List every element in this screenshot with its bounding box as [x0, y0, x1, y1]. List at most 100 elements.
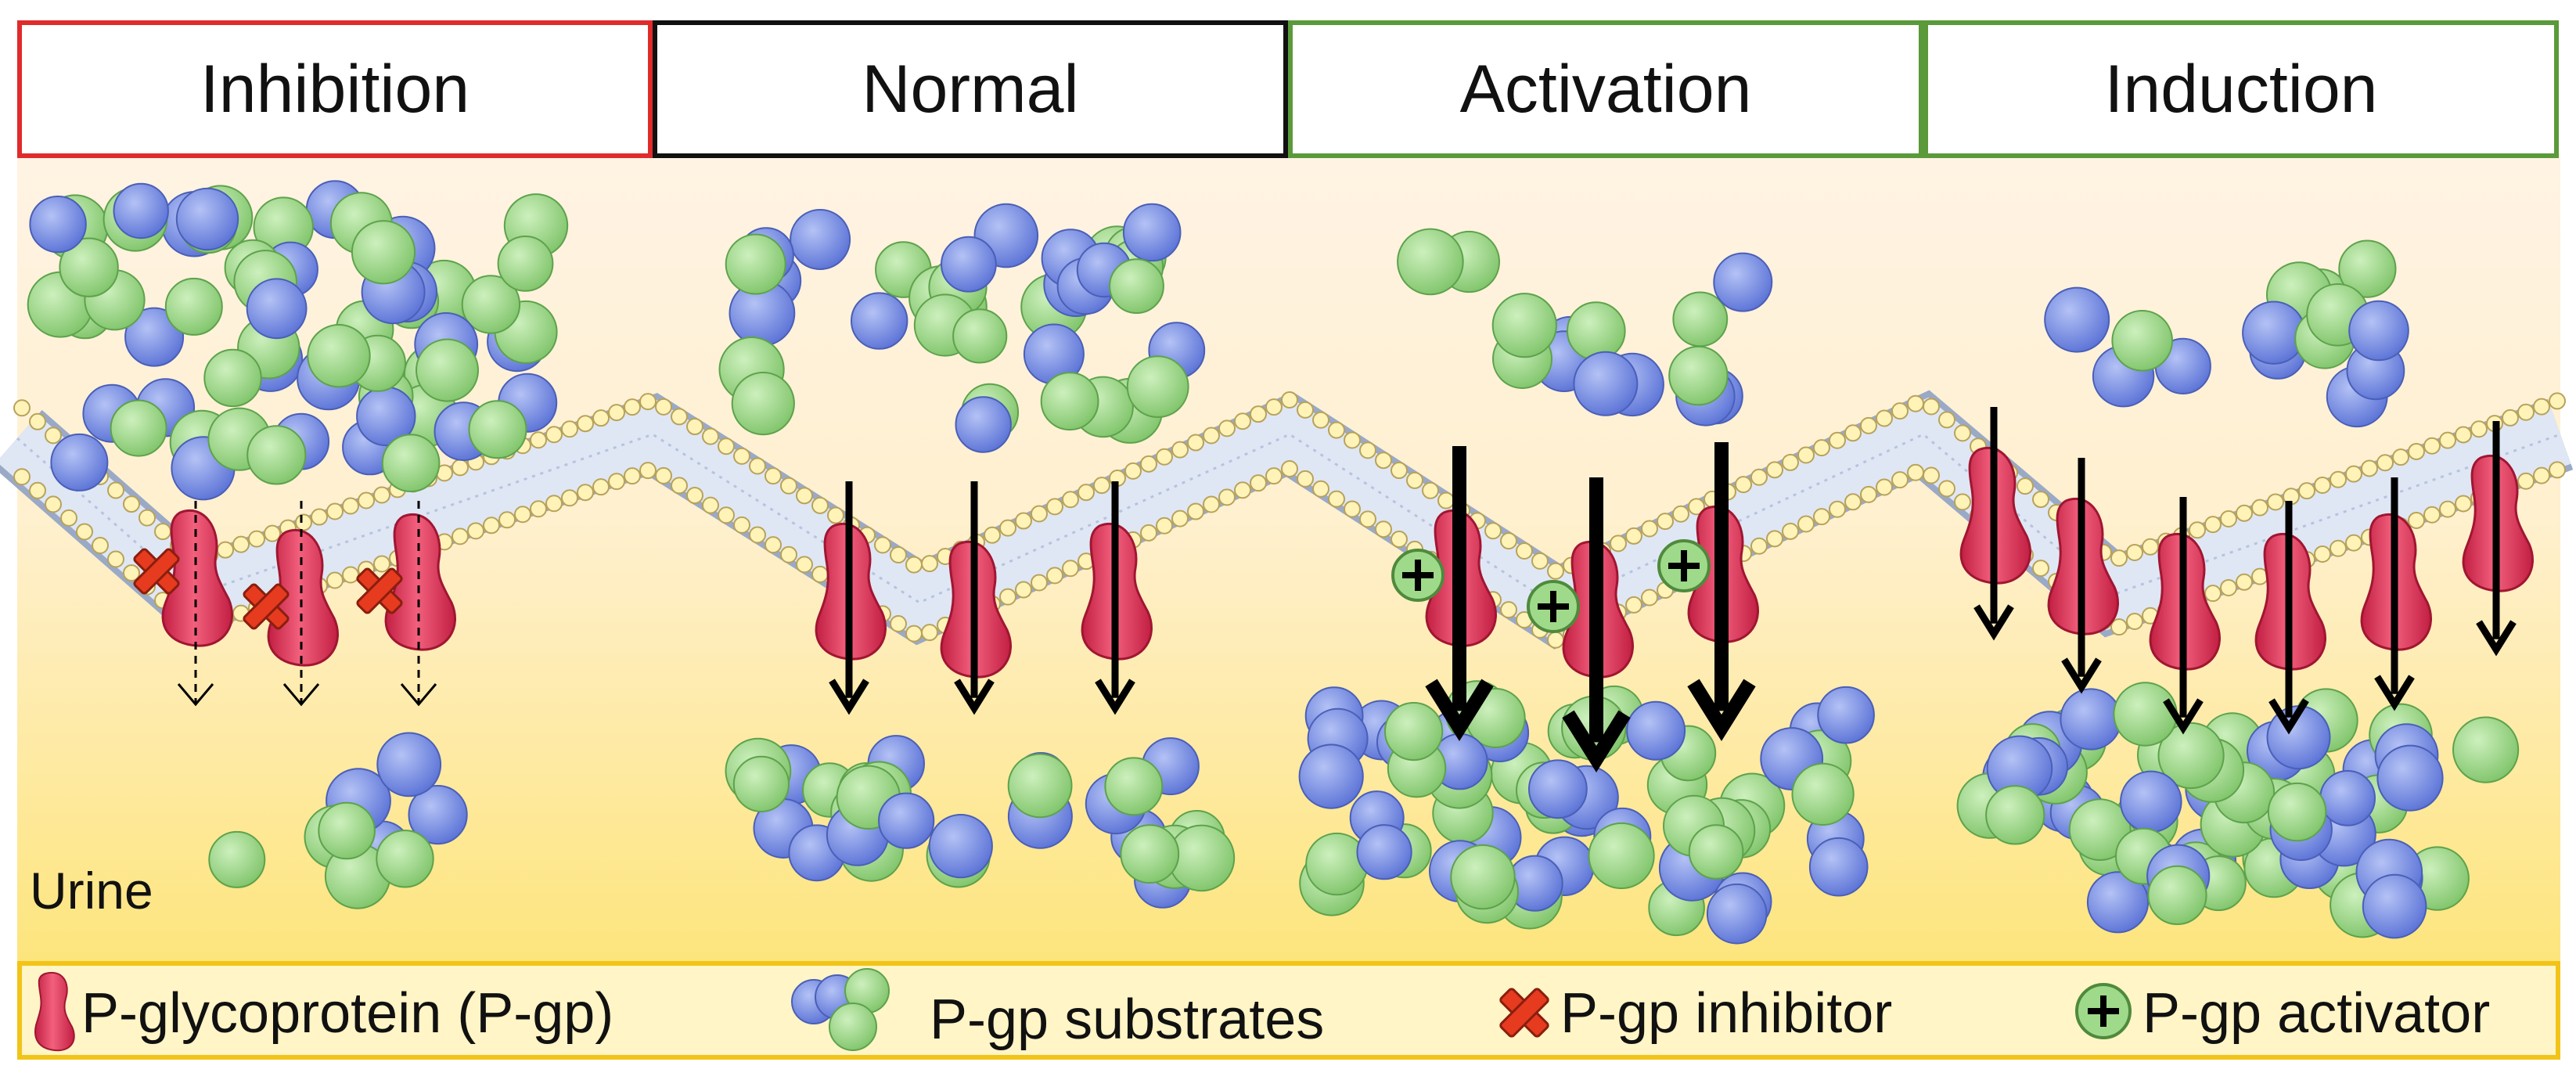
substrate-molecule	[2044, 286, 2110, 353]
legend: P-glycoprotein (P-gp) P-gp substrates P-…	[17, 961, 2560, 1060]
substrate-molecule	[2362, 873, 2427, 939]
substrate-molecule	[416, 338, 479, 402]
substrate-molecule	[1672, 291, 1729, 347]
transport-arrow	[2061, 458, 2102, 694]
substrate-molecule	[1985, 785, 2045, 845]
substrate-molecule	[376, 830, 434, 888]
panel-header-normal: Normal	[653, 20, 1288, 158]
substrate-molecule	[2319, 770, 2376, 826]
transport-arrow	[2476, 421, 2517, 657]
substrate-molecule	[351, 220, 416, 285]
transport-arrow	[2268, 501, 2309, 735]
substrate-molecule	[1040, 372, 1099, 431]
substrate-molecule	[113, 182, 169, 239]
substrate-molecule	[124, 307, 185, 367]
substrate-molecule	[2267, 782, 2327, 842]
substrate-molecule	[408, 785, 468, 845]
substrate-molecule	[2113, 682, 2178, 747]
substrate-cluster-normal-bottom	[725, 735, 1236, 909]
substrate-molecule	[1626, 700, 1686, 761]
substrate-molecule	[1120, 824, 1180, 884]
substrate-molecule	[1528, 759, 1588, 819]
substrate-cluster-activation-bottom	[1298, 680, 1875, 945]
substrate-molecule	[2376, 744, 2444, 812]
substrates-icon	[791, 968, 890, 1051]
inhibitor-icon	[243, 583, 290, 630]
substrate-molecule	[2120, 770, 2182, 833]
transport-arrow	[829, 481, 869, 715]
transport-arrow	[2163, 497, 2204, 735]
substrate-molecule	[307, 324, 371, 388]
substrate-molecule	[1688, 824, 1744, 880]
substrate-molecule	[2147, 865, 2207, 926]
substrate-molecule	[1808, 837, 1869, 897]
cell-membrane	[0, 390, 2574, 650]
substrate-cluster-normal-top	[718, 203, 1206, 453]
legend-activator-label: P-gp activator	[2142, 982, 2491, 1045]
substrate-molecule	[941, 236, 997, 293]
substrate-molecule	[1706, 883, 1768, 945]
urine-label: Urine	[30, 862, 153, 920]
transport-arrow-enhanced	[1425, 446, 1494, 741]
substrate-molecule	[461, 275, 521, 334]
substrate-molecule	[1397, 228, 1464, 296]
transport-arrow	[954, 481, 995, 715]
substrate-molecule	[208, 830, 266, 888]
transport-arrow	[1095, 481, 1135, 715]
substrate-molecule	[732, 755, 790, 813]
substrate-molecule	[725, 233, 786, 295]
pgp-pump	[384, 513, 456, 651]
substrate-molecule	[1126, 355, 1189, 419]
substrate-molecule	[175, 187, 239, 251]
transport-arrow	[1973, 407, 2014, 641]
substrate-molecule	[50, 433, 109, 491]
transport-arrow-blocked	[282, 501, 320, 707]
transport-arrow-enhanced	[1562, 477, 1631, 772]
panel-header-activation: Activation	[1288, 20, 1923, 158]
substrate-molecule	[1384, 702, 1444, 761]
substrate-molecule	[164, 277, 223, 336]
substrate-molecule	[1104, 757, 1164, 816]
panel-header-induction: Induction	[1923, 20, 2559, 158]
substrate-molecule	[2157, 722, 2225, 790]
substrate-molecule	[203, 348, 262, 408]
activator-icon	[1527, 580, 1580, 633]
substrate-cluster-induction-top	[2044, 239, 2409, 428]
transport-arrow-blocked	[400, 501, 437, 707]
pgp-icon	[34, 971, 75, 1052]
substrate-molecule	[928, 814, 993, 879]
substrate-molecule	[468, 400, 527, 459]
substrate-molecule	[1573, 351, 1639, 416]
substrate-molecule	[1109, 258, 1164, 315]
substrate-molecule	[2060, 688, 2122, 751]
substrate-molecule	[1567, 301, 1626, 361]
substrate-molecule	[1791, 762, 1855, 826]
substrate-molecule	[497, 236, 554, 292]
transport-arrow-enhanced	[1687, 442, 1756, 741]
substrate-molecule	[790, 209, 851, 270]
substrate-molecule	[376, 732, 442, 797]
substrate-molecule	[318, 801, 376, 860]
substrate-molecule	[381, 434, 441, 493]
substrate-molecule	[1668, 345, 1729, 406]
substrate-molecule	[1450, 844, 1516, 910]
substrate-molecule	[110, 399, 167, 457]
legend-substrates-label: P-gp substrates	[930, 988, 1325, 1051]
substrate-cluster-activation-top	[1397, 228, 1773, 427]
transport-arrow	[2374, 477, 2415, 711]
substrate-molecule	[1356, 824, 1412, 880]
substrate-molecule	[1298, 743, 1364, 809]
substrate-molecule	[2086, 871, 2150, 934]
pgp-pump	[267, 529, 339, 667]
substrate-molecule	[2111, 310, 2173, 372]
inhibitor-icon	[133, 548, 180, 595]
inhibitor-icon	[356, 567, 403, 614]
substrate-cluster-inhibition-top	[27, 180, 569, 501]
substrate-molecule	[1713, 252, 1773, 312]
substrate-molecule	[878, 792, 935, 849]
substrate-molecule	[851, 292, 908, 350]
legend-inhibitor-label: P-gp inhibitor	[1560, 982, 1893, 1045]
substrate-molecule	[1588, 822, 1655, 890]
substrate-molecule	[2068, 798, 2132, 861]
